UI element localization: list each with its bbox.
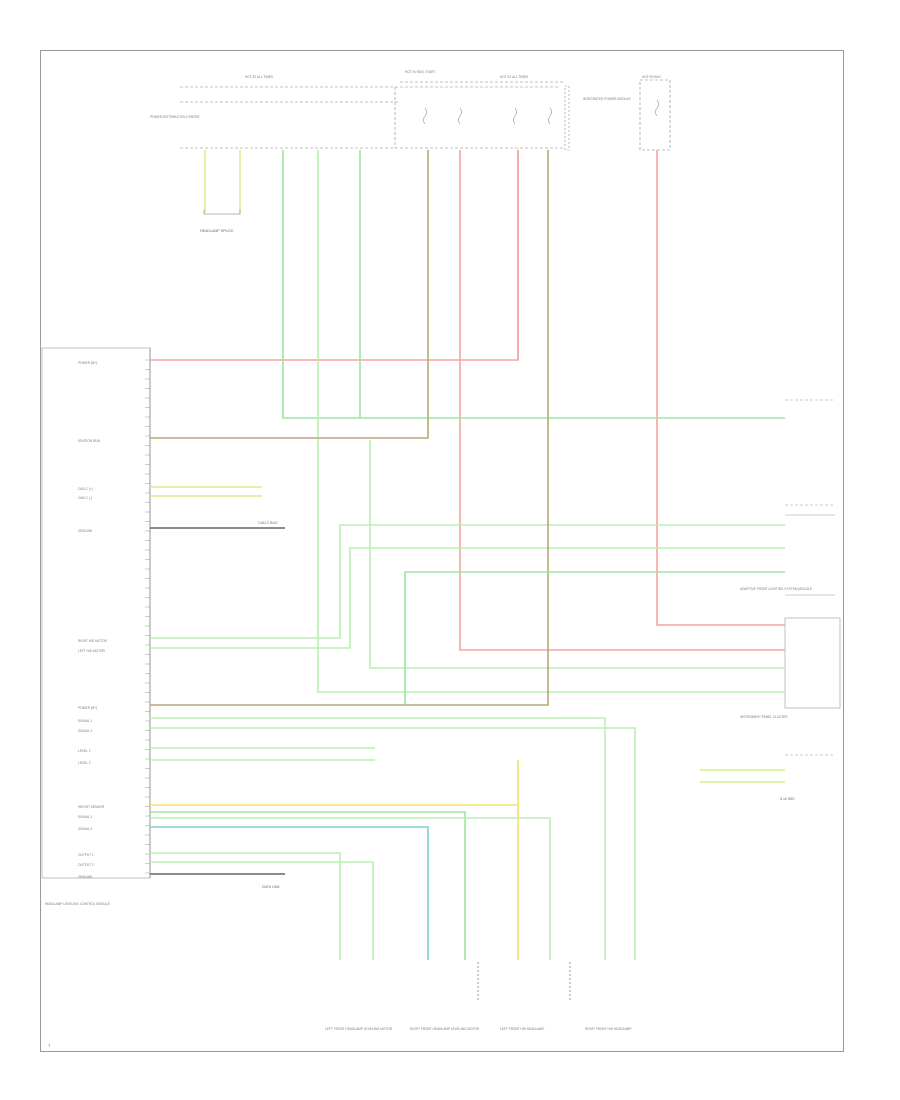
left-pin-label: SIGNAL 3 xyxy=(78,815,92,819)
left-pin-label: CAN C (-) xyxy=(78,496,92,500)
splice-label-2: CAN C BUS xyxy=(258,521,278,525)
left-pin-label: GROUND xyxy=(78,529,93,533)
wire-1 xyxy=(459,150,785,651)
left-pin-label: POWER (B+) xyxy=(78,706,97,710)
wire-24 xyxy=(150,861,374,960)
left-pin-label: SIGNAL 1 xyxy=(78,719,92,723)
right-modules xyxy=(784,399,841,756)
wire-15 xyxy=(150,717,606,960)
left-pin-labels: POWER (B+) IGNITION RUN CAN C (+) CAN C (-)… xyxy=(78,361,108,879)
left-pin-label: LEVEL 2 xyxy=(78,761,91,765)
bottom-label-3: LEFT FRONT HID HEADLAMP xyxy=(500,1027,544,1031)
left-pin-label: IGNITION RUN xyxy=(78,439,101,443)
module-pin-ticks xyxy=(145,359,150,874)
pdc-label: POWER DISTRIBUTION CENTER xyxy=(150,115,200,119)
fuse-block-title-1: HOT AT ALL TIMES xyxy=(245,75,273,79)
wire-19 xyxy=(150,760,519,960)
bottom-separators xyxy=(477,962,571,1000)
wire-7 xyxy=(369,440,785,669)
left-pin-label: SIGNAL 2 xyxy=(78,729,92,733)
wire-4 xyxy=(317,150,785,693)
wire-16 xyxy=(150,727,636,960)
left-pin-label: CAN C (+) xyxy=(78,487,93,491)
wire-20 xyxy=(150,811,466,960)
fuse-symbols xyxy=(423,99,659,125)
left-pin-label: OUTPUT 1 xyxy=(78,853,94,857)
page-reference: 3 of 300 xyxy=(780,796,795,801)
right-module-label-top: ADAPTIVE FRONT LIGHTING SYSTEM MODULE xyxy=(740,587,812,591)
left-pin-label: RIGHT HID MOTOR xyxy=(78,639,108,643)
right-module-label-bottom: INSTRUMENT PANEL CLUSTER xyxy=(740,715,788,719)
wire-group xyxy=(150,150,785,960)
left-module-label: HEADLAMP LEVELING CONTROL MODULE xyxy=(45,902,110,906)
ipm-label: INTEGRATED POWER MODULE xyxy=(583,97,631,101)
left-pin-label: SIGNAL 4 xyxy=(78,827,92,831)
wire-12 xyxy=(150,547,785,649)
bottom-component-labels: LEFT FRONT HEADLAMP LEVELING MOTOR RIGHT… xyxy=(325,1027,631,1031)
left-pin-label: LEFT HID MOTOR xyxy=(78,649,105,653)
bottom-label-2: RIGHT FRONT HEADLAMP LEVELING MOTOR xyxy=(410,1027,480,1031)
wire-3 xyxy=(282,150,785,419)
fuse-block-title-4: HOT IN RUN xyxy=(642,75,661,79)
left-pin-label: GROUND xyxy=(78,875,93,879)
ground-symbols xyxy=(203,210,241,215)
wire-14 xyxy=(404,571,785,705)
footer-code: T xyxy=(48,1043,51,1048)
headlamp-leveling-module xyxy=(41,347,151,879)
wire-21 xyxy=(150,826,429,960)
left-pin-label: HEIGHT SENSOR xyxy=(78,805,105,809)
wire-6 xyxy=(150,150,429,439)
top-power-distribution xyxy=(180,79,671,151)
wire-2 xyxy=(656,150,785,626)
fuse-block-title-3: HOT AT ALL TIMES xyxy=(500,75,528,79)
bottom-label-1: LEFT FRONT HEADLAMP LEVELING MOTOR xyxy=(325,1027,393,1031)
fuse-block-title-2: HOT IN RUN, START xyxy=(405,70,436,74)
left-pin-label: LEVEL 1 xyxy=(78,749,91,753)
wire-13 xyxy=(150,150,549,706)
splice-label-3: DATA LINK xyxy=(262,885,280,889)
wire-11 xyxy=(150,524,785,639)
diagram-frame xyxy=(40,50,844,1052)
left-pin-label: POWER (B+) xyxy=(78,361,97,365)
left-pin-label: OUTPUT 2 xyxy=(78,863,94,867)
splice-label-1: HEADLAMP SPLICE xyxy=(200,229,234,233)
wire-23 xyxy=(150,852,341,960)
bottom-label-4: RIGHT FRONT HID HEADLAMP xyxy=(585,1027,631,1031)
wire-22 xyxy=(150,817,551,960)
